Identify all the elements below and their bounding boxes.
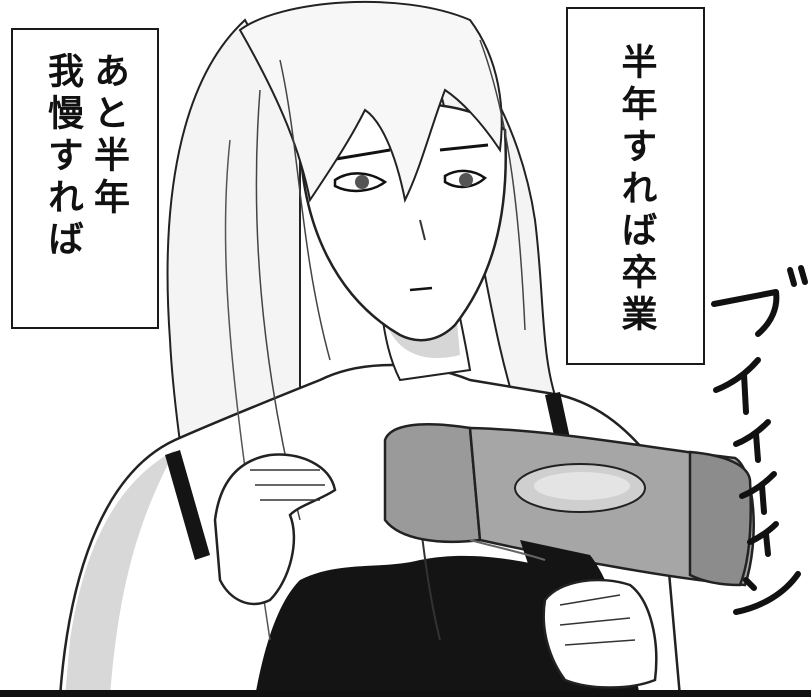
iris-left — [355, 175, 369, 189]
sfx-glyph-bu-dakuten-1 — [787, 267, 797, 287]
nose — [419, 219, 426, 241]
face — [298, 102, 507, 342]
tank-strap-left — [165, 450, 210, 560]
caption-box-right: 半年すれば卒業 — [566, 7, 705, 365]
hair-strands-4 — [479, 39, 526, 331]
tank-top — [255, 555, 605, 697]
hair-strands-1 — [279, 59, 331, 361]
caption-box-left: あと半年 我慢すれば — [11, 28, 159, 329]
iris-right — [459, 173, 473, 187]
brow-right — [439, 143, 489, 152]
left-hand — [213, 453, 337, 606]
caption-left-line-1: あと半年 — [88, 52, 129, 220]
sfx-glyph-bu — [711, 289, 780, 337]
sound-effect — [711, 265, 808, 615]
shoulder-shadow-left — [65, 450, 175, 697]
sfx-glyph-n — [733, 571, 801, 615]
dryer-nozzle — [383, 422, 482, 544]
caption-left-line-2: 我慢すれば — [42, 52, 83, 262]
air-stream — [469, 539, 546, 561]
sfx-glyph-i-2 — [733, 419, 771, 463]
mouth — [409, 286, 433, 292]
dryer-window-inner — [534, 472, 630, 500]
sfx-glyph-i-4 — [747, 521, 779, 557]
right-hand — [542, 578, 658, 689]
sfx-glyph-i-3 — [739, 471, 777, 515]
dryer-rear — [688, 450, 752, 587]
bangs — [238, 0, 503, 204]
caption-right-line-1: 半年すれば卒業 — [615, 43, 657, 337]
sfx-glyph-i-1 — [713, 357, 761, 415]
tank-strap-right — [545, 392, 570, 440]
brow-left — [329, 148, 391, 162]
sfx-glyph-bu-dakuten-2 — [798, 265, 808, 285]
left-hand-fingers — [250, 469, 325, 501]
right-hand-fingers — [559, 594, 636, 646]
panel-bottom-border — [0, 690, 811, 697]
